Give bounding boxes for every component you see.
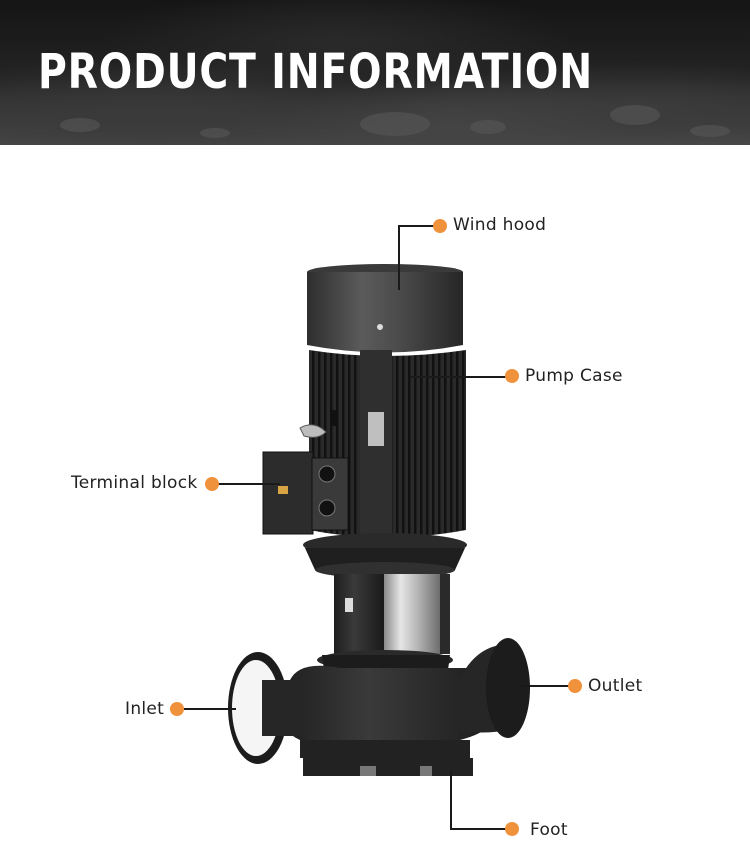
inlet-flange: [228, 652, 300, 764]
callout-line-pump-case: [410, 376, 506, 378]
callout-line-inlet: [184, 708, 236, 710]
label-foot: Foot: [530, 820, 568, 840]
callout-dot-terminal-block: [205, 477, 219, 491]
rock-texture: [470, 120, 506, 134]
pump-foot: [303, 758, 473, 776]
callout-line-foot-vertical: [450, 770, 452, 830]
label-terminal-block: Terminal block: [71, 473, 198, 493]
callout-line-terminal-block: [218, 483, 280, 485]
label-outlet: Outlet: [588, 676, 643, 696]
page-title: PRODUCT INFORMATION: [38, 44, 593, 100]
rock-texture: [200, 128, 230, 138]
label-pump-case: Pump Case: [525, 366, 623, 386]
terminal-block: [262, 451, 349, 535]
header-banner: PRODUCT INFORMATION: [0, 0, 750, 145]
rock-texture: [610, 105, 660, 125]
pump-lantern: [334, 574, 450, 654]
rock-texture: [60, 118, 100, 132]
outlet-flange: [455, 638, 530, 738]
callout-line-wind-hood-vertical: [398, 225, 400, 290]
callout-line-wind-hood: [398, 225, 434, 227]
pump-housing: [278, 650, 505, 758]
callout-dot-wind-hood: [433, 219, 447, 233]
callout-line-outlet: [520, 685, 570, 687]
callout-dot-pump-case: [505, 369, 519, 383]
rock-texture: [690, 125, 730, 137]
callout-dot-outlet: [568, 679, 582, 693]
label-inlet: Inlet: [125, 699, 165, 719]
motor-flange: [303, 533, 467, 578]
callout-line-foot: [450, 828, 506, 830]
rock-texture: [360, 112, 430, 136]
label-wind-hood: Wind hood: [453, 215, 547, 235]
callout-dot-foot: [505, 822, 519, 836]
callout-dot-inlet: [170, 702, 184, 716]
wind-hood: [307, 264, 463, 353]
